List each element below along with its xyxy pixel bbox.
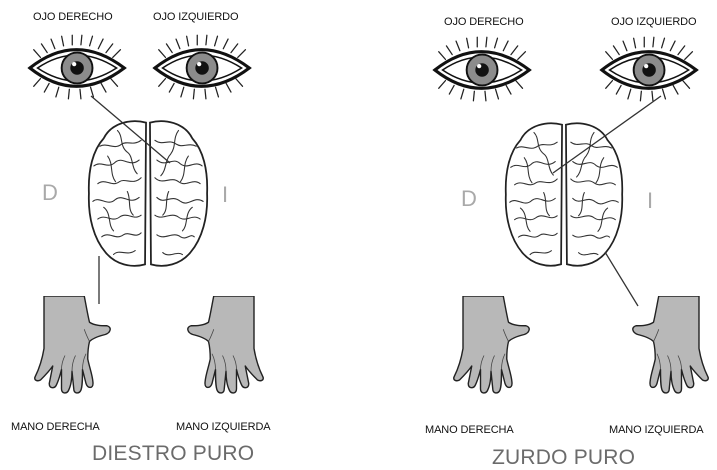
eye-right-label: OJO DERECHO (33, 11, 113, 23)
diagram-art-right (359, 0, 717, 468)
hand-left-label: MANO IZQUIERDA (609, 424, 704, 436)
eye-icon (30, 35, 124, 99)
eye-icon (602, 37, 696, 101)
eye-right-label: OJO DERECHO (444, 16, 524, 28)
hand-icon (633, 296, 708, 393)
side-letter-right: D (42, 180, 58, 206)
side-letter-left: I (222, 182, 228, 208)
hand-right-label: MANO DERECHA (425, 424, 514, 436)
hand-left-label: MANO IZQUIERDA (176, 421, 271, 433)
hand-right-label: MANO DERECHA (11, 421, 100, 433)
side-letter-right: D (461, 186, 477, 212)
brain-icon (89, 121, 207, 266)
panel-title: DIESTRO PURO (92, 442, 254, 466)
brain-icon (506, 123, 623, 265)
hand-icon (188, 296, 263, 393)
panel-zurdo-puro: OJO DERECHO OJO IZQUIERDO D I MANO DEREC… (359, 0, 717, 468)
panel-diestro-puro: OJO DERECHO OJO IZQUIERDO D I MANO DEREC… (0, 0, 358, 468)
side-letter-left: I (647, 188, 653, 214)
connector-line (605, 252, 638, 306)
eye-icon (155, 35, 249, 99)
panel-title: ZURDO PURO (492, 446, 635, 470)
hand-icon (454, 296, 529, 393)
hand-icon (35, 296, 110, 393)
diagram-art-left (0, 0, 358, 468)
eye-left-label: OJO IZQUIERDO (153, 11, 238, 23)
eye-left-label: OJO IZQUIERDO (611, 16, 696, 28)
eye-icon (435, 37, 529, 101)
